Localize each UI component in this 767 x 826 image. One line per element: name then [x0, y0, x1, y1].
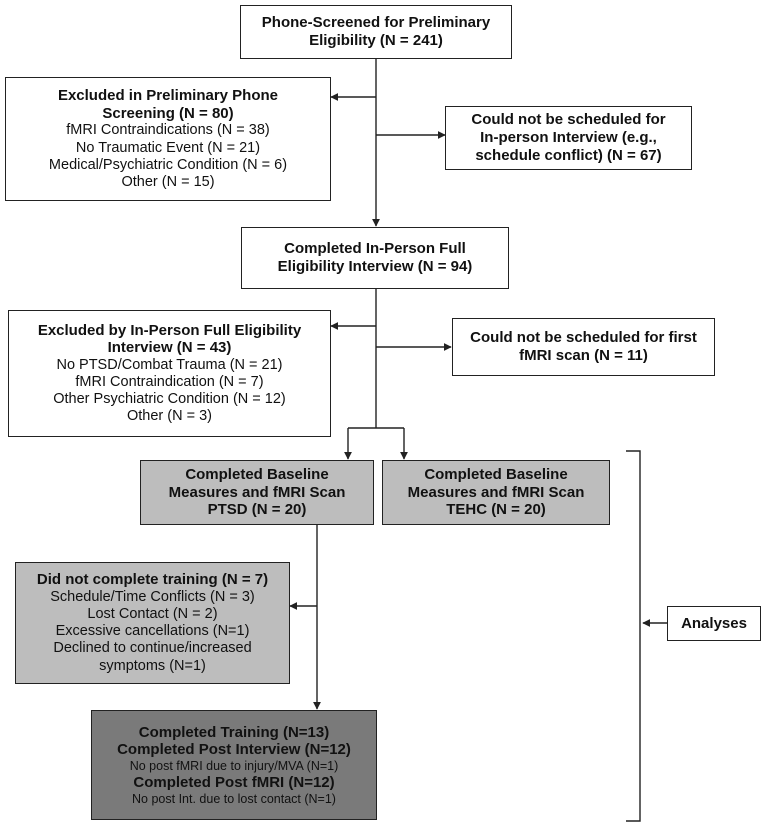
excluded-interview-item: Other (N = 3): [126, 408, 212, 425]
phone-screened-title-line-2: Eligibility (N = 241): [309, 32, 443, 49]
excluded-phone-item: No Traumatic Event (N = 21): [75, 139, 261, 156]
excluded-interview-title-line-1: Excluded by In-Person Full Eligibility: [37, 321, 302, 339]
baseline-ptsd-line-2: Measures and fMRI Scan: [168, 483, 346, 501]
no-post-interview-note: No post Int. due to lost contact (N=1): [132, 791, 336, 806]
not-scheduled-interview-line-3: schedule conflict) (N = 67): [475, 146, 662, 164]
completed-interview-line-1: Completed In-Person Full: [284, 240, 466, 258]
not-completed-training-box: Did not complete training (N = 7) Schedu…: [15, 562, 290, 684]
not-completed-training-title: Did not complete training (N = 7): [36, 571, 269, 589]
no-post-fmri-note: No post fMRI due to injury/MVA (N=1): [129, 759, 339, 774]
baseline-tehc-line-1: Completed Baseline: [424, 465, 568, 483]
not-scheduled-interview-line-1: Could not be scheduled for: [471, 111, 666, 129]
phone-screened-title-line-1: Phone-Screened for Preliminary: [261, 14, 491, 32]
not-completed-training-item: Excessive cancellations (N=1): [55, 623, 250, 640]
completed-post-interview-line: Completed Post Interview (N=12): [117, 741, 351, 759]
excluded-interview-item: No PTSD/Combat Trauma (N = 21): [56, 356, 283, 373]
analyses-bracket: [626, 450, 641, 822]
excluded-interview-box: Excluded by In-Person Full Eligibility I…: [8, 310, 331, 437]
completed-interview-box: Completed In-Person Full Eligibility Int…: [241, 227, 509, 289]
excluded-phone-item: Other (N = 15): [121, 173, 215, 190]
not-scheduled-interview-line-2: In-person Interview (e.g.,: [480, 129, 657, 147]
excluded-interview-item: Other Psychiatric Condition (N = 12): [53, 391, 286, 408]
baseline-tehc-line-2: Measures and fMRI Scan: [407, 483, 585, 501]
analyses-label: Analyses: [681, 614, 747, 632]
not-completed-training-item: Lost Contact (N = 2): [87, 606, 218, 623]
excluded-phone-box: Excluded in Preliminary Phone Screening …: [5, 77, 331, 201]
not-scheduled-scan-line-2: fMRI scan (N = 11): [519, 347, 648, 364]
not-scheduled-interview-box: Could not be scheduled for In-person Int…: [445, 106, 692, 170]
excluded-phone-title-line-2: Screening (N = 80): [102, 104, 234, 122]
excluded-phone-title-line-1: Excluded in Preliminary Phone: [57, 87, 279, 105]
baseline-tehc-line-3: TEHC (N = 20): [446, 501, 546, 519]
analyses-box: Analyses: [667, 606, 761, 641]
baseline-ptsd-line-1: Completed Baseline: [185, 465, 329, 483]
completed-training-line-1: Completed Training (N=13): [138, 723, 330, 741]
baseline-tehc-box: Completed Baseline Measures and fMRI Sca…: [382, 460, 610, 525]
not-completed-training-item: symptoms (N=1): [99, 657, 206, 674]
excluded-interview-title-line-2: Interview (N = 43): [107, 339, 232, 357]
not-scheduled-scan-box: Could not be scheduled for first fMRI sc…: [452, 318, 715, 376]
excluded-phone-item: Medical/Psychiatric Condition (N = 6): [48, 156, 288, 173]
not-scheduled-scan-line-1: Could not be scheduled for first: [470, 329, 697, 347]
not-completed-training-item: Declined to continue/increased: [53, 640, 252, 657]
completed-interview-line-2: Eligibility Interview (N = 94): [277, 258, 473, 275]
phone-screened-box: Phone-Screened for Preliminary Eligibili…: [240, 5, 512, 59]
not-completed-training-item: Schedule/Time Conflicts (N = 3): [50, 589, 255, 606]
completed-training-box: Completed Training (N=13) Completed Post…: [91, 710, 377, 820]
baseline-ptsd-line-3: PTSD (N = 20): [207, 501, 307, 519]
baseline-ptsd-box: Completed Baseline Measures and fMRI Sca…: [140, 460, 374, 525]
excluded-phone-item: fMRI Contraindications (N = 38): [66, 122, 270, 139]
completed-post-fmri-line: Completed Post fMRI (N=12): [133, 773, 335, 791]
excluded-interview-item: fMRI Contraindication (N = 7): [75, 374, 264, 391]
